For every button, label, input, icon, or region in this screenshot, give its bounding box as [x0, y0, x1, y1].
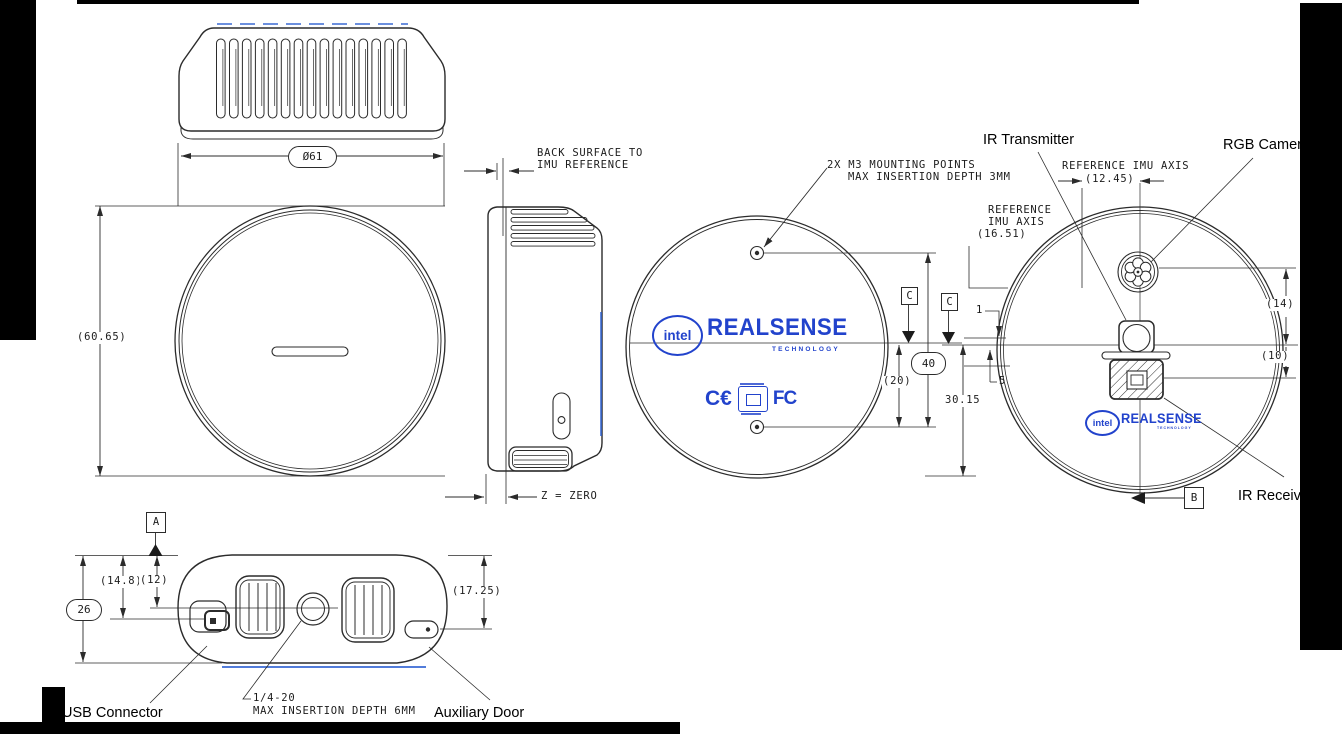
- fcc-mark-icon: FC: [772, 388, 797, 409]
- dim-rgb-to-center: (14): [1265, 298, 1296, 311]
- bottom-left-black-square: [42, 687, 65, 734]
- note-z-zero: Z = ZERO: [541, 490, 598, 502]
- dim-offset-one: 1: [976, 304, 984, 316]
- technology-wordmark-small: TECHNOLOGY: [1157, 426, 1192, 430]
- left-black-bar: [0, 0, 36, 340]
- note-mounting-line2: MAX INSERTION DEPTH 3MM: [848, 171, 1011, 183]
- note-back-surface-line2: IMU REFERENCE: [537, 159, 629, 171]
- realsense-logo-back: intel REALSENSE TECHNOLOGY: [652, 312, 862, 362]
- dim-usb-148: (14.8): [99, 575, 144, 588]
- note-back-surface-line1: BACK SURFACE TO: [537, 147, 644, 159]
- label-usb-connector: USB Connector: [62, 705, 163, 721]
- dim-offset-five: 5: [999, 375, 1007, 387]
- annotated-front-linework: [942, 151, 1298, 504]
- dim-right-1725: (17.25): [451, 585, 503, 598]
- datum-a-flag: A: [146, 512, 166, 533]
- top-black-line: [77, 0, 1139, 4]
- dim-imu-offset-1651: (16.51): [977, 228, 1027, 240]
- dim-top-diameter: Ø61: [288, 146, 337, 168]
- datum-c-flag-1: C: [901, 287, 918, 305]
- dim-imu-offset-1245: (12.45): [1085, 173, 1135, 185]
- dim-lower-hole: (20): [882, 375, 913, 388]
- technology-wordmark: TECHNOLOGY: [772, 346, 840, 353]
- datum-b-flag: B: [1184, 487, 1204, 509]
- label-ir-receiver: IR Receiver: [1238, 488, 1314, 504]
- right-black-bar: [1300, 3, 1342, 650]
- dim-hole-span: 40: [911, 352, 946, 375]
- label-imu-axis-top: REFERENCE IMU AXIS: [1062, 160, 1190, 172]
- realsense-wordmark-small: REALSENSE: [1121, 411, 1202, 426]
- front-view-linework: [95, 205, 446, 477]
- ce-mark-icon: C€: [705, 387, 732, 410]
- laser-class-mark-icon: [737, 383, 768, 415]
- top-view-linework: [177, 23, 446, 206]
- label-imu-axis-left-line1: REFERENCE: [988, 204, 1052, 216]
- note-thread-line2: MAX INSERTION DEPTH 6MM: [253, 705, 416, 717]
- dim-center-to-receiver: (10): [1260, 350, 1291, 363]
- bottom-black-bar: [0, 722, 680, 734]
- side-view-linework: [445, 158, 603, 504]
- dim-center-12: (12): [139, 574, 170, 587]
- datum-c-flag-2: C: [941, 293, 958, 311]
- bottom-view-linework: [75, 531, 492, 704]
- dim-overall-thickness: 26: [66, 599, 102, 621]
- dim-front-height: (60.65): [76, 331, 128, 344]
- certification-marks: C€ FC: [705, 383, 797, 415]
- intel-logo-icon: intel: [652, 315, 703, 356]
- intel-logo-icon-small: intel: [1085, 410, 1120, 436]
- note-thread-line1: 1/4-20: [253, 692, 296, 704]
- label-imu-axis-left-line2: IMU AXIS: [988, 216, 1045, 228]
- realsense-logo-small: intel REALSENSE TECHNOLOGY: [1085, 409, 1202, 436]
- note-mounting-line1: 2X M3 MOUNTING POINTS: [827, 159, 976, 171]
- label-rgb-camera: RGB Camera: [1223, 137, 1311, 153]
- dim-bottom-3015: 30.15: [944, 394, 982, 407]
- realsense-wordmark: REALSENSE: [707, 314, 848, 341]
- label-auxiliary-door: Auxiliary Door: [434, 705, 525, 721]
- label-ir-transmitter: IR Transmitter: [983, 132, 1075, 148]
